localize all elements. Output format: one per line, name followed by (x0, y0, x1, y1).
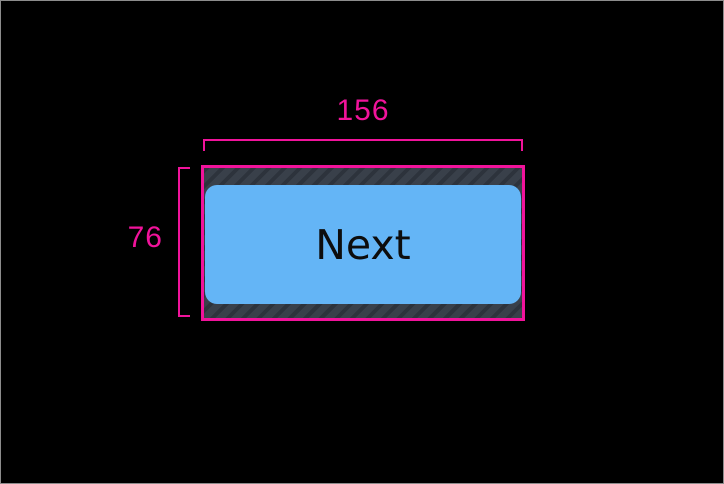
height-measurement-label: 76 (127, 221, 163, 254)
next-button[interactable]: Next (205, 185, 521, 304)
selection-outline: Next (201, 165, 525, 321)
height-measurement-bracket (178, 167, 190, 317)
width-measurement-bracket (203, 139, 523, 151)
width-measurement-label: 156 (336, 94, 390, 127)
